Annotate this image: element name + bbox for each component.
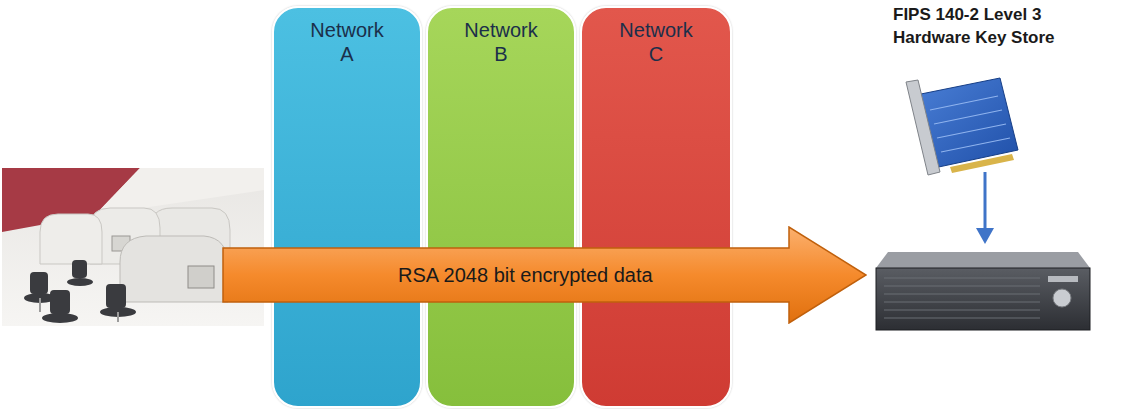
network-name: Network A (305, 18, 389, 66)
data-arrow: RSA 2048 bit encrypted data (222, 226, 867, 324)
network-band: Network C (580, 6, 732, 408)
server-symbol (876, 252, 1090, 330)
network-band: Network B (426, 6, 576, 408)
network-name: Network C (614, 18, 698, 66)
network-name: Network B (459, 18, 543, 66)
hardware-key-card (906, 78, 1018, 175)
network-band: Network A (272, 6, 422, 408)
arrow-label: RSA 2048 bit encrypted data (398, 263, 653, 287)
insert-arrow (976, 172, 994, 244)
device-label: FIPS 140-2 Level 3 Hardware Key Store (893, 3, 1098, 49)
